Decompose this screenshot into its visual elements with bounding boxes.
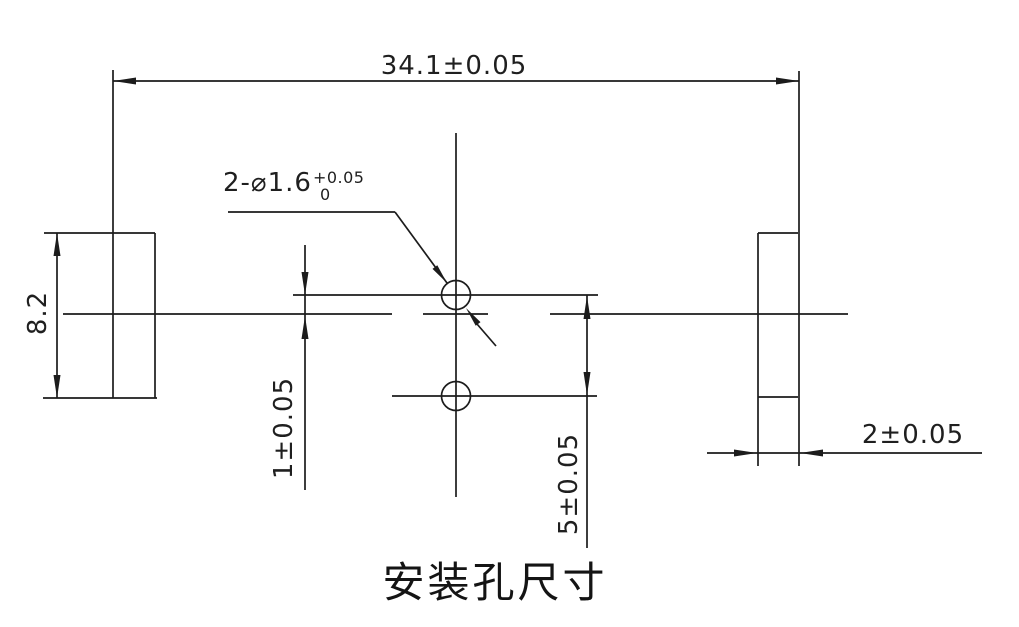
arrowhead-height-bottom [53,375,61,398]
arrowhead-spacing-bottom [583,372,591,395]
arrowhead-height-top [53,233,61,256]
arrowhead-leader-upper [432,265,447,283]
dim-text-hole-spacing: 5±0.05 [554,432,584,536]
dim-text-overall-width: 34.1±0.05 [380,51,528,81]
arrowhead-overall-right [776,77,799,85]
mounting-hole-top [440,279,472,311]
hole-callout-tolerance-upper: +0.05 [312,168,365,187]
arrowhead-tab-right [800,449,823,457]
dim-text-tab-width: 2±0.05 [861,420,965,450]
leader-diagonal-lower [476,323,497,347]
arrowhead-tab-left [734,449,757,457]
drawing-title: 安装孔尺寸 [382,558,608,607]
arrowhead-spacing-top [583,296,591,319]
dim-text-body-height: 8.2 [23,290,53,336]
arrowhead-overall-left [113,77,136,85]
arrowhead-leader-lower [466,308,481,326]
arrowhead-offset-bottom [301,316,309,339]
hole-callout-tolerance-lower: 0 [319,184,331,204]
arrowhead-offset-top [301,272,309,295]
hole-callout-text: 2-⌀1.6 [223,168,312,198]
mounting-hole-bottom [440,380,472,412]
dim-text-hole-offset: 1±0.05 [269,376,299,480]
